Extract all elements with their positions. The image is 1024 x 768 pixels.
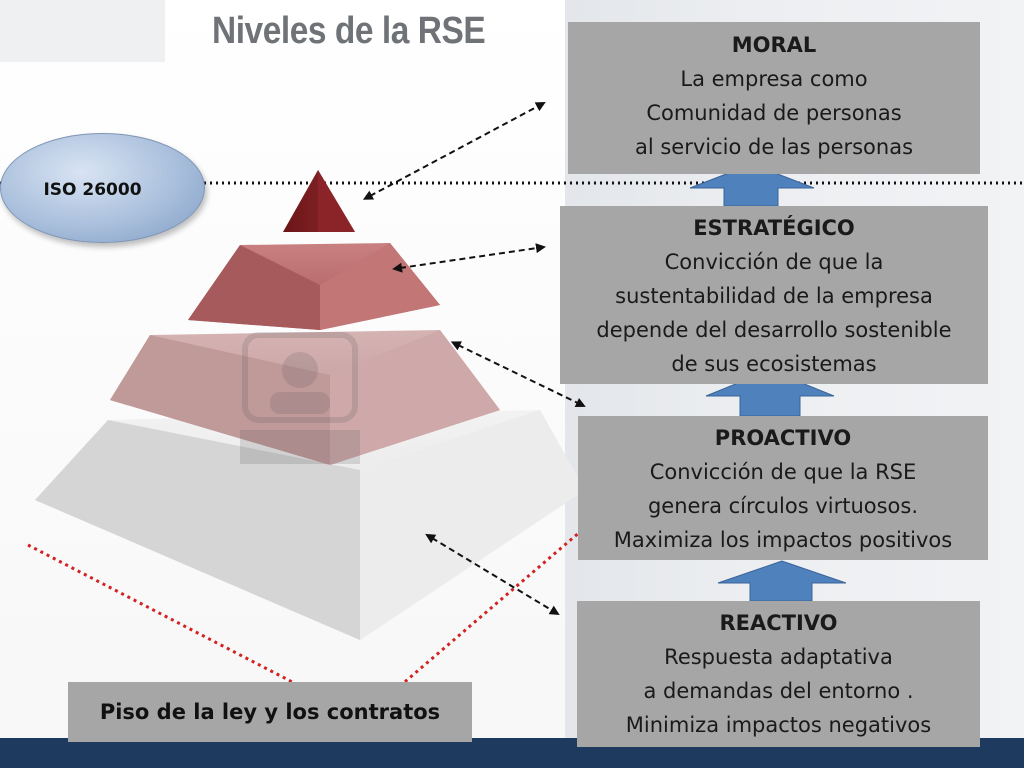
level-line: depende del desarrollo sostenible: [596, 318, 952, 342]
level-line: al servicio de las personas: [634, 135, 914, 159]
level-box-reactivo: REACTIVO Respuesta adaptativa a demandas…: [577, 601, 980, 747]
level-line: Maximiza los impactos positivos: [613, 528, 953, 552]
level-box-proactivo: PROACTIVO Convicción de que la RSE gener…: [578, 416, 988, 560]
iso-label: ISO 26000: [43, 180, 142, 200]
up-arrow-3: [717, 560, 847, 602]
level-line: La empresa como: [680, 67, 868, 91]
level-line: Convicción de que la: [664, 250, 884, 274]
level-heading-estrategico: ESTRATÉGICO: [693, 216, 855, 240]
level-line: Convicción de que la RSE: [649, 460, 917, 484]
level-line: sustentabilidad de la empresa: [615, 284, 933, 308]
watermark-icon: [240, 332, 360, 464]
level-line: Comunidad de personas: [646, 101, 902, 125]
level-line: a demandas del entorno .: [643, 679, 914, 703]
level-heading-proactivo: PROACTIVO: [714, 426, 852, 450]
level-line: Respuesta adaptativa: [664, 645, 893, 669]
floor-boundary-left: [27, 543, 301, 688]
connector-moral: [362, 102, 546, 200]
level-line: genera círculos virtuosos.: [647, 494, 919, 518]
iso-badge: ISO 26000: [0, 133, 205, 243]
connector-estrategico: [392, 243, 546, 273]
floor-label: Piso de la ley y los contratos: [99, 700, 441, 724]
pyramid-tier-top: [283, 170, 355, 232]
pyramid-tier-base: [35, 410, 585, 640]
pyramid-tier-second: [188, 243, 440, 330]
level-heading-moral: MORAL: [731, 33, 817, 57]
level-line: Minimiza impactos negativos: [625, 713, 932, 737]
connector-proactivo: [450, 341, 586, 408]
floor-label-box: Piso de la ley y los contratos: [68, 682, 472, 742]
corner-decoration: [0, 0, 165, 62]
level-heading-reactivo: REACTIVO: [719, 611, 838, 635]
connector-reactivo: [425, 533, 560, 616]
level-box-moral: MORAL La empresa como Comunidad de perso…: [568, 22, 980, 174]
pyramid-tier-third: [110, 330, 500, 465]
level-box-estrategico: ESTRATÉGICO Convicción de que la sustent…: [560, 206, 988, 384]
level-line: de sus ecosistemas: [671, 352, 877, 376]
slide-title: Niveles de la RSE: [212, 10, 486, 52]
